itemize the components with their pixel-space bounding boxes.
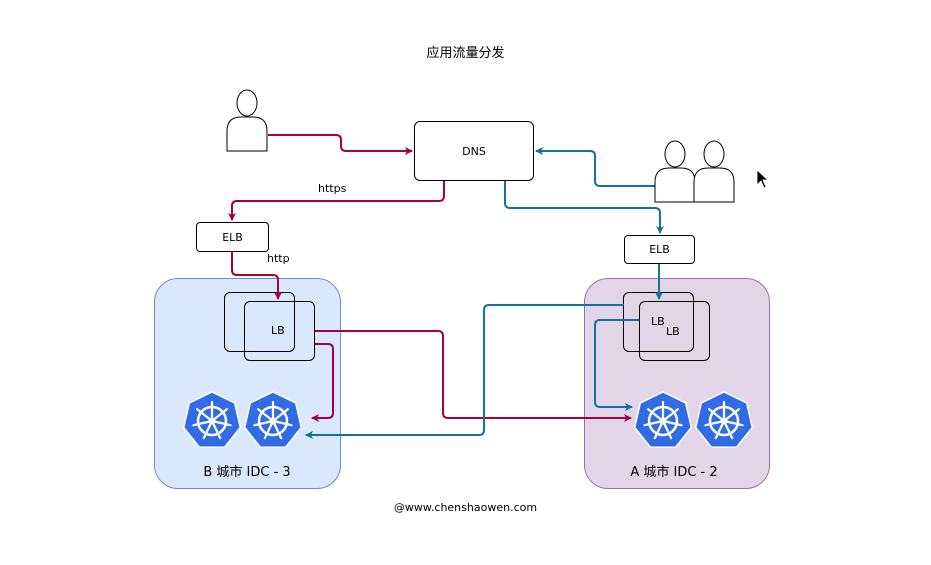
dns-node[interactable]: DNS [414, 121, 534, 181]
people-icon [654, 140, 696, 203]
footer-credit: @www.chenshaowen.com [393, 501, 538, 514]
mouse-cursor-icon [756, 169, 770, 189]
elb-node-left[interactable]: ELB [196, 222, 269, 252]
lb-label-left: LB [271, 324, 285, 337]
diagram-title: 应用流量分发 [426, 46, 505, 61]
lb-node-right-front[interactable] [639, 301, 710, 361]
region-a-label: A 城市 IDC - 2 [630, 465, 718, 480]
region-b-label: B 城市 IDC - 3 [203, 465, 291, 480]
edge-label-https: https [318, 182, 347, 195]
lb-label-right-back: LB [651, 315, 665, 328]
edge-user-to-dns [268, 134, 413, 155]
edge-users-to-dns [535, 147, 655, 187]
people-icon-second [693, 140, 735, 203]
person-icon [226, 89, 268, 152]
lb-label-right-front: LB [666, 325, 680, 338]
edge-label-http: http [267, 252, 290, 265]
elb-node-right[interactable]: ELB [624, 235, 695, 264]
edge-dns-to-elb-right [504, 181, 664, 234]
edge-lb-right-to-k8s-b [305, 304, 624, 439]
